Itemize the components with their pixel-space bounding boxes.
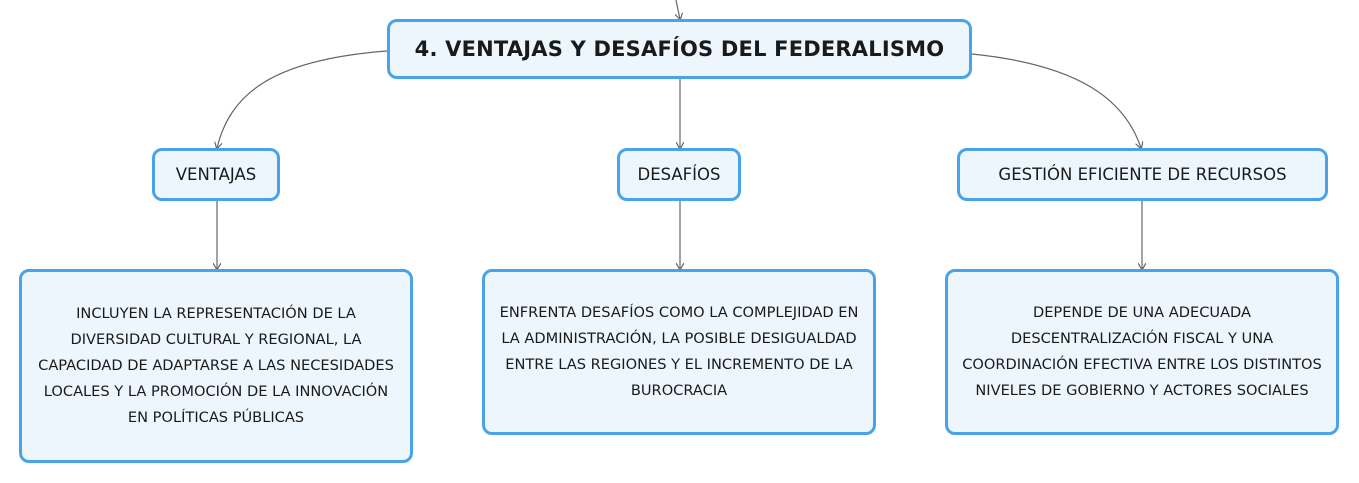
detail-node-desafios[interactable]: ENFRENTA DESAFÍOS COMO LA COMPLEJIDAD EN…: [482, 269, 876, 435]
branch-node-gestion[interactable]: GESTIÓN EFICIENTE DE RECURSOS: [957, 148, 1328, 201]
connector-parent-to-title: [676, 0, 680, 19]
branch-node-ventajas[interactable]: VENTAJAS: [152, 148, 280, 201]
detail-node-gestion[interactable]: DEPENDE DE UNA ADECUADA DESCENTRALIZACIÓ…: [945, 269, 1339, 435]
title-node[interactable]: 4. VENTAJAS Y DESAFÍOS DEL FEDERALISMO: [387, 19, 972, 79]
detail-node-ventajas[interactable]: INCLUYEN LA REPRESENTACIÓN DE LA DIVERSI…: [19, 269, 413, 463]
branch-label: GESTIÓN EFICIENTE DE RECURSOS: [998, 165, 1287, 184]
title-text: 4. VENTAJAS Y DESAFÍOS DEL FEDERALISMO: [414, 37, 945, 61]
connector-title-to-ventajas: [217, 50, 388, 148]
detail-text: INCLUYEN LA REPRESENTACIÓN DE LA DIVERSI…: [38, 305, 394, 426]
branch-node-desafios[interactable]: DESAFÍOS: [617, 148, 741, 201]
detail-text: ENFRENTA DESAFÍOS COMO LA COMPLEJIDAD EN…: [499, 304, 859, 399]
detail-text: DEPENDE DE UNA ADECUADA DESCENTRALIZACIÓ…: [962, 304, 1322, 399]
connector-title-to-gestion: [971, 53, 1141, 148]
branch-label: DESAFÍOS: [637, 165, 721, 184]
branch-label: VENTAJAS: [175, 165, 257, 184]
